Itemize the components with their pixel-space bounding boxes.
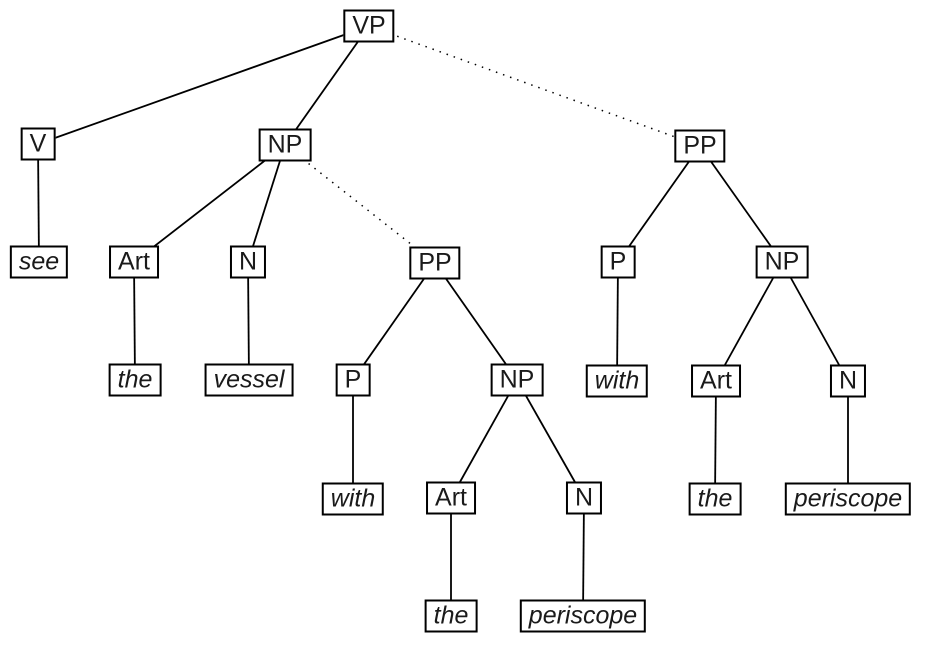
tree-node-np-top: NP — [258, 128, 312, 162]
tree-edge-vp-pp-right-dotted — [368, 25, 701, 147]
tree-edge-np-top-n-left-solid — [247, 144, 286, 263]
tree-edge-np-mid-n-mid-solid — [516, 379, 585, 499]
tree-node-with-mid: with — [321, 482, 385, 516]
tree-edge-pp-right-np-right-solid — [699, 145, 783, 263]
tree-edge-pp-right-p-right-solid — [617, 145, 701, 263]
tree-node-vp: VP — [343, 9, 395, 43]
tree-node-the-right: the — [688, 482, 742, 516]
tree-node-periscope-mid: periscope — [519, 599, 647, 633]
tree-edge-art-left-the-left-solid — [133, 261, 136, 381]
tree-edge-np-top-art-left-solid — [133, 144, 286, 263]
tree-node-p-mid: P — [335, 363, 371, 397]
tree-node-with-right: with — [585, 364, 649, 398]
tree-node-periscope-right: periscope — [784, 482, 912, 516]
tree-edge-np-right-n-right-solid — [781, 261, 849, 382]
tree-edge-np-top-pp-mid-dotted — [284, 144, 436, 264]
tree-edge-n-left-vessel-solid — [247, 261, 250, 381]
tree-edge-p-right-with-right-solid — [616, 261, 619, 382]
tree-edge-np-right-art-right-solid — [715, 261, 783, 382]
tree-node-np-mid: NP — [490, 363, 544, 397]
tree-edge-pp-mid-p-mid-solid — [352, 262, 436, 381]
tree-node-the-mid: the — [424, 599, 478, 633]
tree-node-n-mid: N — [565, 481, 603, 515]
tree-node-np-right: NP — [755, 245, 809, 279]
tree-node-vessel: vessel — [204, 363, 294, 397]
tree-edge-art-right-the-right-solid — [714, 380, 717, 500]
tree-node-pp-right: PP — [674, 129, 726, 163]
tree-node-art-mid: Art — [426, 481, 476, 515]
tree-node-n-right: N — [829, 364, 867, 398]
tree-edge-vp-v-solid — [37, 25, 370, 145]
tree-edge-pp-mid-np-mid-solid — [434, 262, 518, 381]
tree-node-the-left: the — [108, 363, 162, 397]
tree-edge-n-mid-periscope-mid-solid — [582, 497, 585, 617]
tree-node-n-left: N — [229, 245, 267, 279]
tree-node-art-left: Art — [109, 245, 159, 279]
tree-edge-np-mid-art-mid-solid — [450, 379, 518, 499]
tree-node-pp-mid: PP — [409, 246, 461, 280]
tree-edge-v-see-solid — [37, 143, 40, 263]
tree-node-art-right: Art — [691, 364, 741, 398]
tree-node-v: V — [20, 127, 56, 161]
tree-edge-vp-np-top-solid — [284, 25, 370, 146]
tree-node-see: see — [9, 245, 69, 279]
tree-node-p-right: P — [600, 245, 636, 279]
